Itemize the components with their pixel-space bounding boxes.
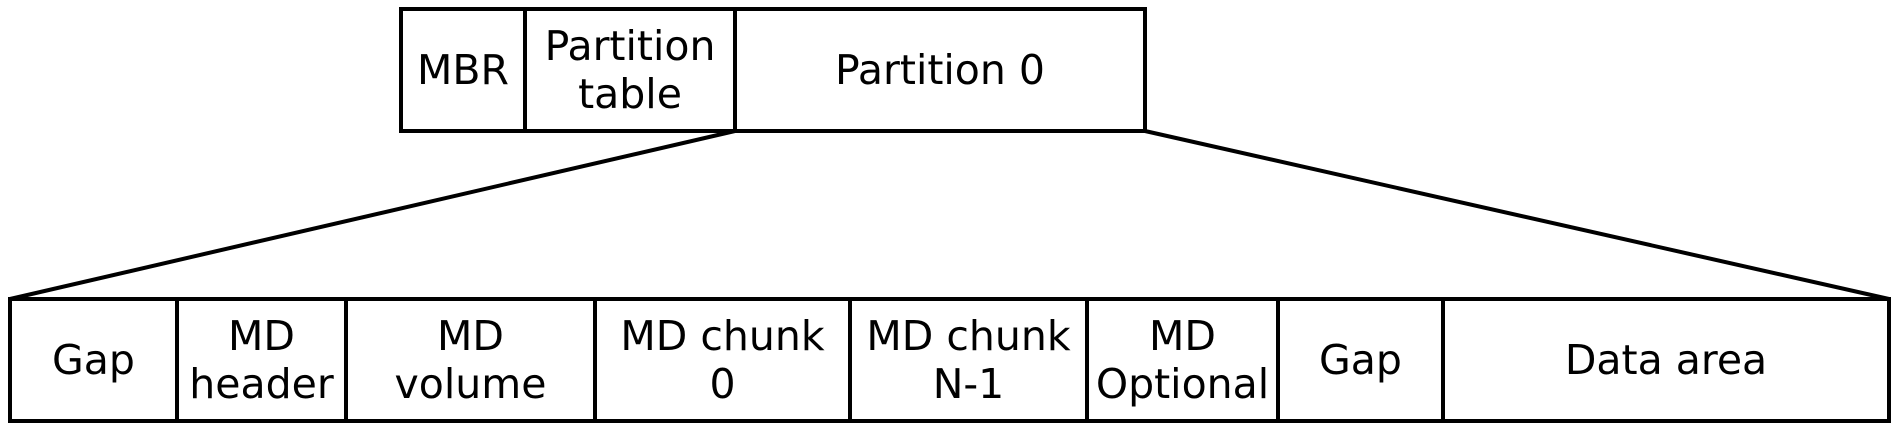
connector-line-left xyxy=(9,129,736,301)
cell-md-header: MD header xyxy=(175,301,344,419)
cell-data-area: Data area xyxy=(1441,301,1887,419)
cell-mbr: MBR xyxy=(417,45,509,94)
connector-line-right xyxy=(1144,129,1890,301)
cell-partition-0: Partition 0 xyxy=(733,11,1143,129)
cell-gap-leading: Gap xyxy=(52,335,135,384)
cell-gap-trailing: Gap xyxy=(1276,301,1441,419)
partition-contents-row: Gap MD header MD volume MD chunk 0 MD ch… xyxy=(8,297,1891,423)
cell-partition-table: Partition table xyxy=(523,11,733,129)
cell-md-chunk-0: MD chunk 0 xyxy=(593,301,848,419)
disk-overview-row: MBR Partition table Partition 0 xyxy=(399,7,1147,133)
cell-md-optional: MD Optional xyxy=(1085,301,1276,419)
cell-md-volume: MD volume xyxy=(344,301,593,419)
cell-md-chunk-n-1: MD chunk N-1 xyxy=(848,301,1085,419)
